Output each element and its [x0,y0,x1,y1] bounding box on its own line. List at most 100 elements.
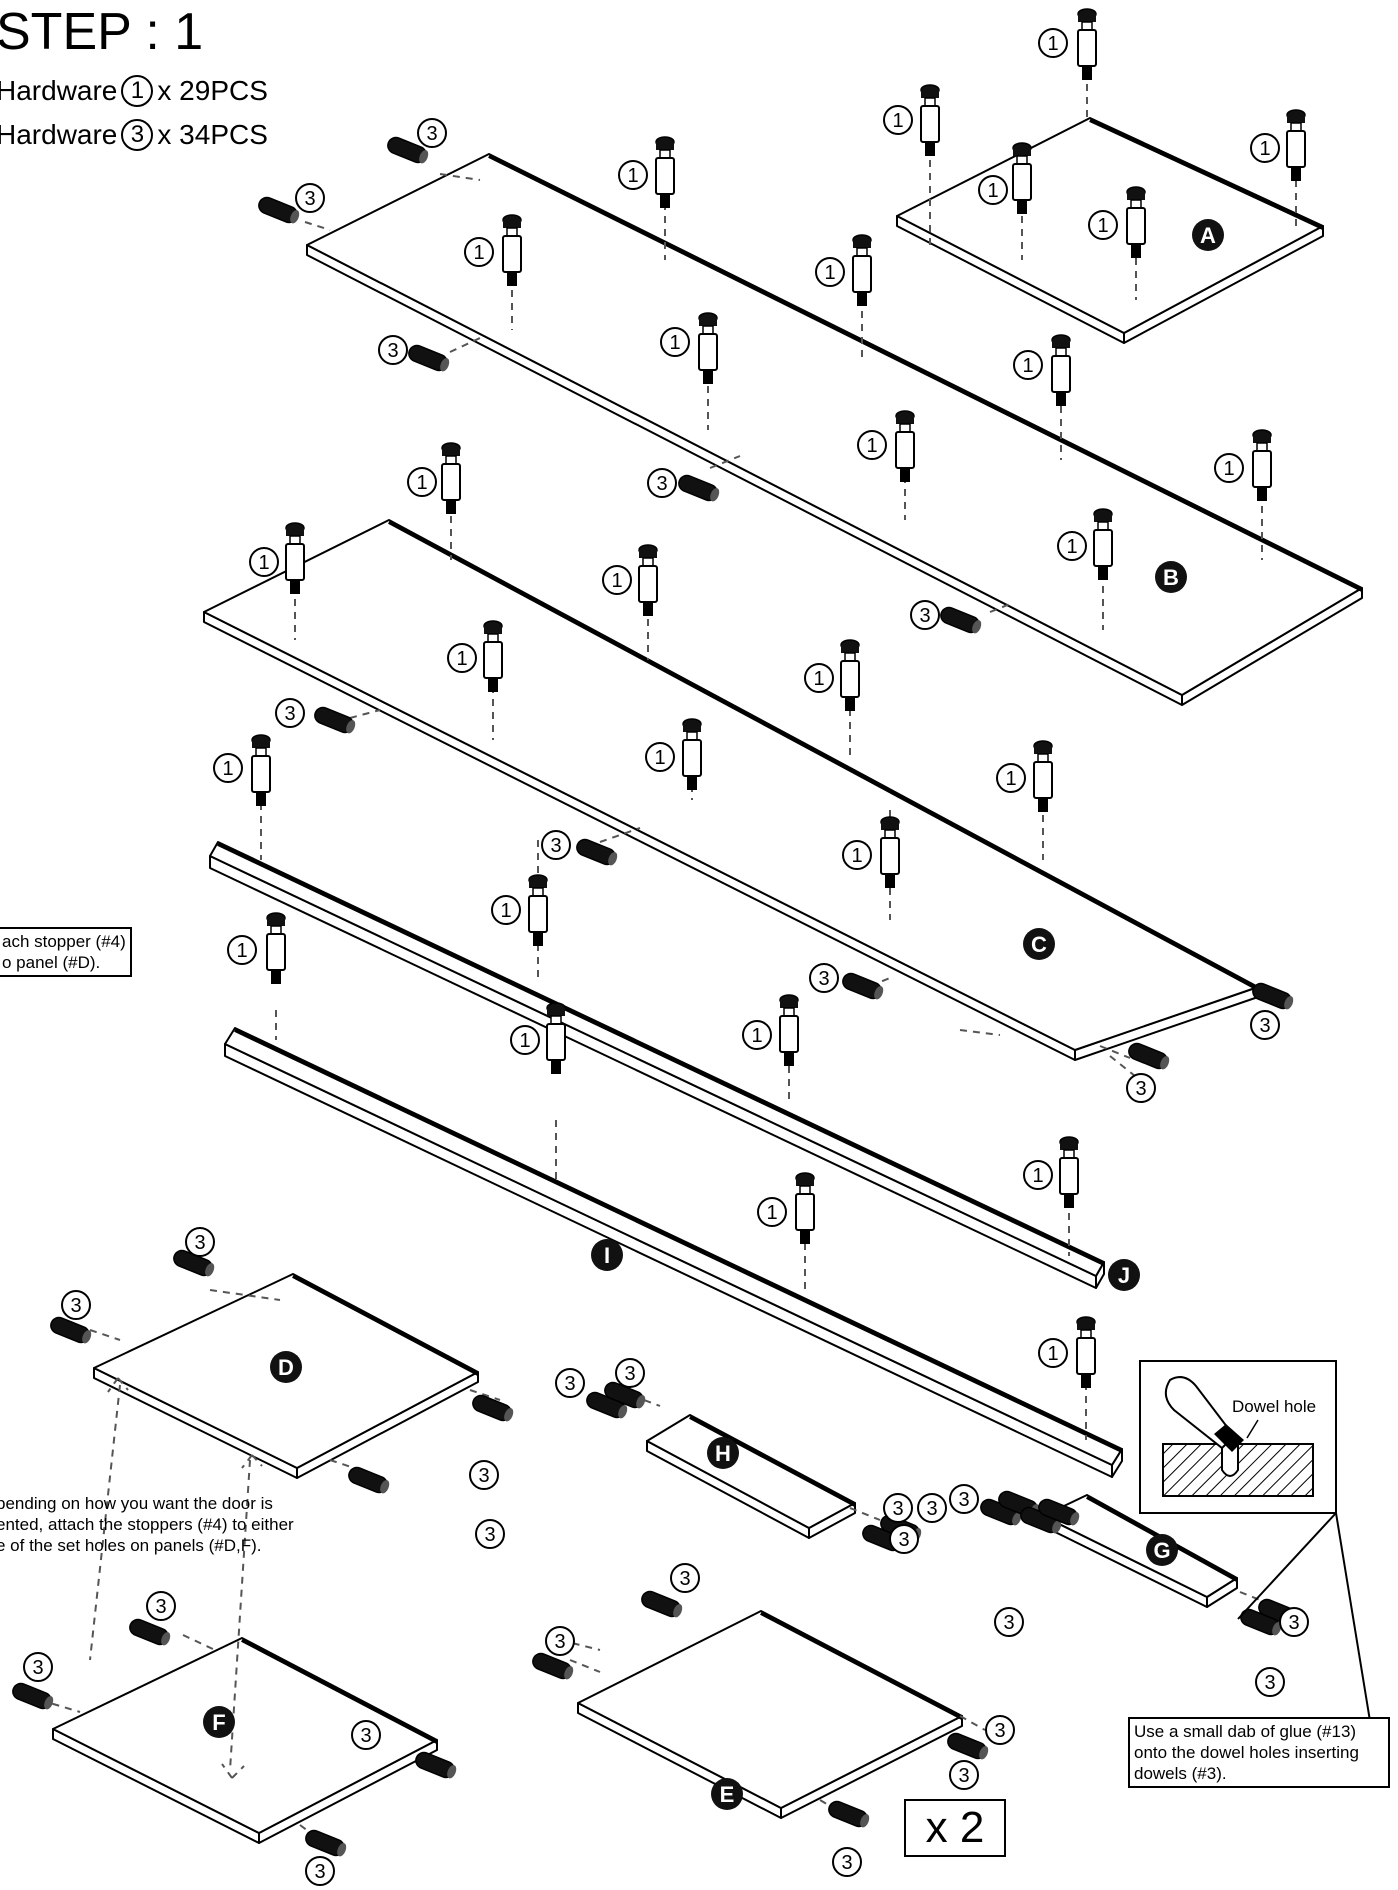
panel-label-j: J [1108,1259,1140,1291]
cam-bolt-icon [1051,334,1071,406]
svg-text:3: 3 [550,835,561,857]
hardware-callout-1: 1 [1214,453,1244,483]
hardware-callout-1: 1 [602,565,632,595]
svg-text:C: C [1031,932,1047,957]
dowel-icon [980,1498,1022,1526]
svg-text:1: 1 [866,435,877,457]
svg-text:1: 1 [1097,215,1108,237]
hardware-callout-3: 3 [1279,1607,1309,1637]
cam-bolt-icon [895,410,915,482]
svg-text:1: 1 [654,747,665,769]
dowel-icon [348,1466,390,1494]
dowel-icon [1252,982,1294,1010]
hardware-callout-3: 3 [541,830,571,860]
panel-j [209,841,1105,1289]
hardware-number-badge: 1 [121,74,154,107]
hardware-callout-3: 3 [910,600,940,630]
hardware-callout-3: 3 [985,1715,1015,1745]
cam-bolt-icon [1286,109,1306,181]
stopper-note-line: ach stopper (#4) [2,932,126,951]
hardware-quantity: x 29PCS [157,75,268,106]
svg-text:3: 3 [484,1524,495,1546]
panel-label-h: H [707,1437,739,1469]
cam-bolt-icon [779,994,799,1066]
panel-label-a: A [1192,219,1224,251]
dowel-icon [532,1652,574,1680]
hardware-callout-3: 3 [647,468,677,498]
svg-text:I: I [604,1243,610,1268]
hardware-callout-3: 3 [1255,1667,1285,1697]
hardware-callout-3: 3 [417,118,447,148]
svg-text:1: 1 [500,900,511,922]
step-title: STEP : 1 [0,3,204,61]
svg-text:3: 3 [360,1725,371,1747]
svg-text:3: 3 [958,1489,969,1511]
cam-bolt-icon [546,1002,566,1074]
hardware-callout-1: 1 [1038,1338,1068,1368]
dowel-icon [1020,1506,1062,1534]
dowel-icon [586,1391,628,1419]
cam-bolt-icon [698,312,718,384]
svg-text:B: B [1163,565,1179,590]
hardware-callout-1: 1 [1038,28,1068,58]
door-orientation-note: pending on how you want the door is ente… [0,1493,294,1556]
svg-text:3: 3 [1288,1612,1299,1634]
svg-text:H: H [715,1441,731,1466]
hardware-callout-1: 1 [660,327,690,357]
hardware-callout-3: 3 [146,1591,176,1621]
svg-text:3: 3 [155,1596,166,1618]
svg-text:3: 3 [958,1765,969,1787]
hardware-callout-1: 1 [407,467,437,497]
hardware-callout-1: 1 [618,160,648,190]
hardware-callout-1: 1 [213,753,243,783]
svg-text:F: F [212,1710,225,1735]
svg-text:1: 1 [766,1202,777,1224]
glue-note-line: Use a small dab of glue (#13) [1134,1722,1357,1741]
glue-note-line: onto the dowel holes inserting [1134,1743,1359,1762]
cam-bolt-icon [441,442,461,514]
door-note-line: pending on how you want the door is [0,1494,273,1513]
hardware-callout-1: 1 [1250,133,1280,163]
svg-text:3: 3 [194,1232,205,1254]
dowel-icon [828,1800,870,1828]
hardware-callout-1: 1 [815,257,845,287]
hardware-callout-3: 3 [378,335,408,365]
svg-text:E: E [720,1782,735,1807]
panel-label-f: F [203,1706,235,1738]
cam-bolt-icon [1033,740,1053,812]
svg-text:1: 1 [1022,355,1033,377]
svg-text:1: 1 [824,262,835,284]
panel-f [52,1637,438,1844]
cam-bolt-icon [655,136,675,208]
cam-bolt-icon [285,522,305,594]
cam-bolt-icon [920,84,940,156]
panel-label-b: B [1155,561,1187,593]
svg-text:3: 3 [304,188,315,210]
svg-text:3: 3 [1003,1612,1014,1634]
dowel-icon [387,136,429,164]
svg-text:1: 1 [1047,33,1058,55]
svg-text:A: A [1200,223,1216,248]
dowel-icon [842,972,884,1000]
hardware-callout-3: 3 [61,1290,91,1320]
svg-text:3: 3 [32,1657,43,1679]
svg-text:1: 1 [456,648,467,670]
dowel-icon [50,1316,92,1344]
hardware-callout-3: 3 [949,1484,979,1514]
hardware-callout-3: 3 [615,1358,645,1388]
dowel-hole-detail [1139,1360,1337,1514]
svg-text:1: 1 [813,668,824,690]
hardware-callout-1: 1 [447,643,477,673]
cam-bolt-icon [502,214,522,286]
svg-text:3: 3 [624,1363,635,1385]
svg-text:J: J [1118,1263,1130,1288]
svg-text:1: 1 [627,165,638,187]
hardware-callout-1: 1 [842,840,872,870]
hardware-callout-3: 3 [545,1626,575,1656]
cam-bolt-icon [251,734,271,806]
svg-text:3: 3 [478,1465,489,1487]
cam-bolt-icon [1012,142,1032,214]
hardware-callout-1: 1 [1013,350,1043,380]
cam-bolt-icon [795,1172,815,1244]
